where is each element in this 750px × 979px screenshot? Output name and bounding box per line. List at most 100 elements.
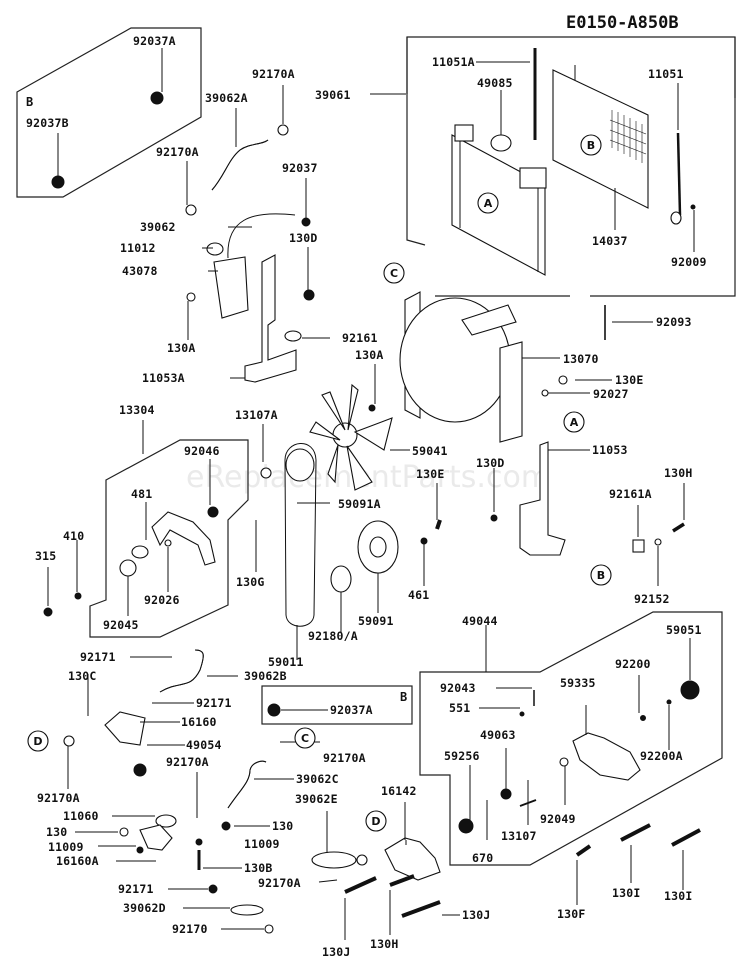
hose-39062B: [159, 649, 204, 693]
part-label: 59051: [666, 623, 702, 637]
part-label: 130E: [416, 467, 445, 481]
svg-text:A: A: [484, 197, 493, 210]
part-label: 410: [63, 529, 84, 543]
part-label: 49054: [186, 738, 222, 752]
part-label: 16160: [181, 715, 217, 729]
hose-39062A: [211, 139, 269, 191]
part-label: 130H: [370, 937, 399, 951]
part-label: 92009: [671, 255, 707, 269]
svg-text:D: D: [371, 815, 380, 828]
hose-39062E: [311, 851, 357, 869]
condenser-screen: [552, 65, 649, 209]
svg-text:D: D: [33, 735, 42, 748]
part-label: 92170A: [166, 755, 209, 769]
part-label: 92171: [80, 650, 116, 664]
part-label: 130F: [557, 907, 586, 921]
thermostat-housing: [63, 711, 274, 934]
part-label: 670: [472, 851, 493, 865]
bracket-11051: [670, 132, 682, 225]
part-label: 92170A: [323, 751, 366, 765]
part-label: 130B: [244, 861, 273, 875]
part-label: 92170A: [37, 791, 80, 805]
part-label: 59335: [560, 676, 596, 690]
callout-d-left: D: [27, 730, 49, 752]
callout-d-pump: D: [365, 810, 387, 832]
pulley-spacer-92180A: [330, 565, 352, 593]
part-label: 39062: [140, 220, 176, 234]
part-label: 16142: [381, 784, 417, 798]
diagram-title: E0150-A850B: [566, 13, 679, 33]
part-label: 551: [449, 701, 470, 715]
part-label: 59091: [358, 614, 394, 628]
tensioner-arm: [43, 467, 272, 617]
group-frame-tensioner: [89, 439, 249, 638]
part-label: 92170A: [252, 67, 295, 81]
bracket-11053A: [244, 254, 297, 383]
part-label: 130E: [615, 373, 644, 387]
radiator-cap: [490, 134, 512, 152]
part-label: 130A: [355, 348, 384, 362]
callout-b-radiator: B: [580, 134, 602, 156]
radiator: [451, 124, 547, 276]
callout-b-bracket: B: [590, 564, 612, 586]
reservoir-tank: [206, 213, 296, 319]
part-label: 49044: [462, 614, 498, 628]
svg-text:B: B: [597, 569, 605, 582]
part-label: 49085: [477, 76, 513, 90]
part-label: 130J: [322, 945, 351, 959]
part-label: 43078: [122, 264, 158, 278]
part-label: 59091A: [338, 497, 381, 511]
part-label: 92043: [440, 681, 476, 695]
part-label: 39062C: [296, 772, 339, 786]
part-label: 130: [272, 819, 293, 833]
part-label: 92170: [172, 922, 208, 936]
part-label: 92037: [282, 161, 318, 175]
callout-c-hose: C: [294, 727, 316, 749]
part-label: 14037: [592, 234, 628, 248]
part-label: 11009: [48, 840, 84, 854]
part-label: 92170A: [258, 876, 301, 890]
part-label: 315: [35, 549, 56, 563]
group-b-mid-label: B: [400, 690, 407, 704]
part-label: 59041: [412, 444, 448, 458]
part-label: 92200A: [640, 749, 683, 763]
part-label: 130J: [462, 908, 491, 922]
drive-belt: [284, 443, 317, 627]
part-label: 92170A: [156, 145, 199, 159]
part-label: 92161A: [609, 487, 652, 501]
part-label: 11009: [244, 837, 280, 851]
part-label: 39062B: [244, 669, 287, 683]
group-frame-radiator-left: [406, 37, 426, 246]
part-label: 11053: [592, 443, 628, 457]
part-label: 39061: [315, 88, 351, 102]
part-label: 11053A: [142, 371, 185, 385]
cooling-fan: [309, 383, 393, 491]
part-label: 49063: [480, 728, 516, 742]
group-frame-radiator-right: [590, 37, 736, 297]
group-b-top-label: B: [26, 95, 33, 109]
part-label: 92026: [144, 593, 180, 607]
part-label: 39062D: [123, 901, 166, 915]
callout-a-radiator: A: [477, 192, 499, 214]
part-label: 130D: [289, 231, 318, 245]
part-label: 92037A: [133, 34, 176, 48]
part-label: 130: [46, 825, 67, 839]
part-label: 130C: [68, 669, 97, 683]
callout-c-radiator: C: [383, 262, 405, 284]
part-label: 130D: [476, 456, 505, 470]
part-label: 92171: [196, 696, 232, 710]
part-label: 13107A: [235, 408, 278, 422]
nut-92161A: [632, 522, 685, 553]
leader-lines: [47, 48, 695, 940]
part-label: 481: [131, 487, 152, 501]
part-label: 92152: [634, 592, 670, 606]
oil-pump: [559, 680, 701, 857]
bracket-11053: [519, 441, 566, 556]
part-label: 92180/A: [308, 629, 358, 643]
part-label: 16160A: [56, 854, 99, 868]
pulley-59091: [357, 520, 399, 574]
group-frame-b-top: [16, 27, 202, 198]
part-label: 461: [408, 588, 429, 602]
part-label: 130H: [664, 466, 693, 480]
